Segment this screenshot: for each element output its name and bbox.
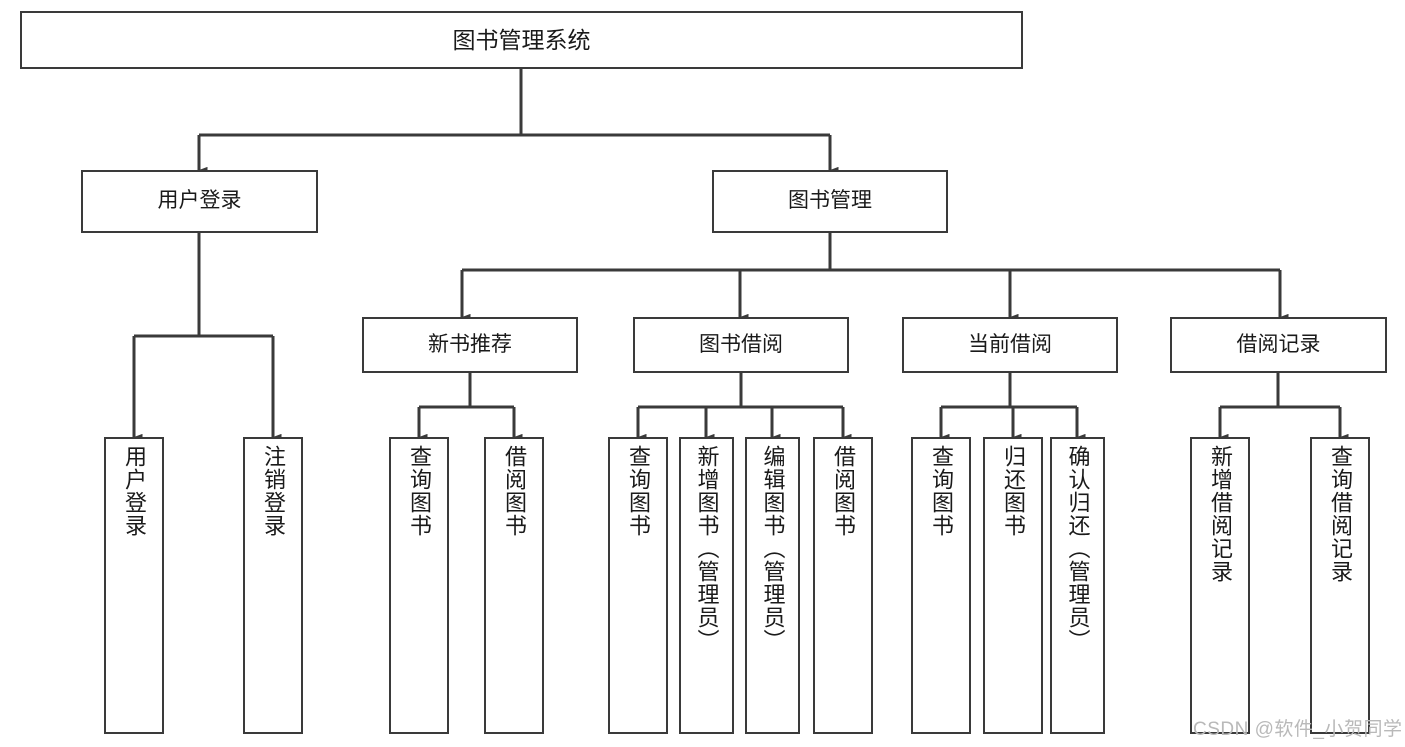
node-label: 查询图书 — [407, 445, 432, 537]
node-leaf-注销登录-1[interactable]: 注销登录 — [243, 437, 303, 734]
node-label: 借阅图书 — [502, 445, 527, 537]
node-label: 用户登录 — [122, 445, 147, 537]
node-label: 新增图书（管理员） — [694, 445, 720, 652]
node-level3-图书借阅-1[interactable]: 图书借阅 — [633, 317, 849, 373]
node-leaf-编辑图书管理员-6[interactable]: 编辑图书（管理员） — [745, 437, 800, 734]
node-label: 用户登录 — [157, 189, 242, 213]
node-label: 图书管理系统 — [452, 26, 591, 53]
node-leaf-查询图书-4[interactable]: 查询图书 — [608, 437, 668, 734]
connector-lines — [132, 69, 1349, 441]
node-leaf-查询借阅记录-12[interactable]: 查询借阅记录 — [1310, 437, 1370, 734]
node-root-图书管理系统[interactable]: 图书管理系统 — [20, 11, 1023, 69]
node-label: 注销登录 — [261, 445, 286, 537]
node-level2-图书管理-1[interactable]: 图书管理 — [712, 170, 948, 233]
node-label: 借阅图书 — [831, 445, 856, 537]
node-label: 归还图书 — [1001, 445, 1026, 537]
node-label: 图书借阅 — [699, 332, 783, 356]
node-leaf-借阅图书-7[interactable]: 借阅图书 — [813, 437, 873, 734]
node-leaf-查询图书-2[interactable]: 查询图书 — [389, 437, 449, 734]
node-leaf-借阅图书-3[interactable]: 借阅图书 — [484, 437, 544, 734]
node-label: 编辑图书（管理员） — [760, 445, 786, 652]
node-leaf-查询图书-8[interactable]: 查询图书 — [911, 437, 971, 734]
node-label: 新增借阅记录 — [1208, 445, 1233, 583]
node-label: 借阅记录 — [1236, 332, 1321, 356]
node-level2-用户登录-0[interactable]: 用户登录 — [81, 170, 318, 233]
node-label: 当前借阅 — [968, 332, 1052, 356]
node-leaf-归还图书-9[interactable]: 归还图书 — [983, 437, 1043, 734]
node-label: 查询图书 — [626, 445, 651, 537]
node-label: 新书推荐 — [428, 332, 512, 356]
node-leaf-新增图书管理员-5[interactable]: 新增图书（管理员） — [679, 437, 734, 734]
node-label: 确认归还（管理员） — [1065, 445, 1091, 652]
node-label: 查询借阅记录 — [1328, 445, 1353, 583]
node-level3-新书推荐-0[interactable]: 新书推荐 — [362, 317, 578, 373]
node-label: 图书管理 — [788, 189, 872, 213]
node-leaf-新增借阅记录-11[interactable]: 新增借阅记录 — [1190, 437, 1250, 734]
node-level3-当前借阅-2[interactable]: 当前借阅 — [902, 317, 1118, 373]
node-leaf-用户登录-0[interactable]: 用户登录 — [104, 437, 164, 734]
node-level3-借阅记录-3[interactable]: 借阅记录 — [1170, 317, 1387, 373]
node-label: 查询图书 — [929, 445, 954, 537]
node-leaf-确认归还管理员-10[interactable]: 确认归还（管理员） — [1050, 437, 1105, 734]
